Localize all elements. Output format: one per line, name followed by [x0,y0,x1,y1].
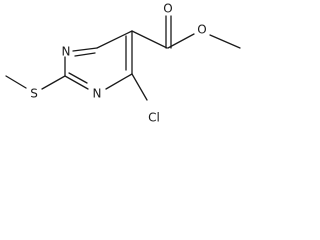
bond-c5-carboxyl [131,30,168,49]
atom-label-cl: Cl [148,111,160,125]
bond-n1-c6 [72,47,98,52]
atom-label-n3: N [93,87,102,101]
atom-label-s: S [30,87,38,101]
atom-label-o-ester: O [197,23,206,37]
bond-c4-cl [131,73,148,101]
bond-n3-c2 [64,75,89,90]
bond-n1-c6-inner [74,52,96,57]
bond-n3-c2-inner [68,72,88,84]
bond-carboxyl-oester [167,33,195,49]
bond-c6-c5 [96,30,133,49]
structure-diagram: N N S Cl O O [5,2,241,125]
atom-label-n1: N [62,45,71,59]
bond-oester-ch3 [209,34,241,49]
atom-label-o-carbonyl: O [163,2,172,16]
bond-c2-s [41,75,66,90]
bond-s-ch3 [5,75,27,89]
molecule-canvas: N N S Cl O O [0,0,250,138]
bond-c4-n3 [105,73,133,90]
